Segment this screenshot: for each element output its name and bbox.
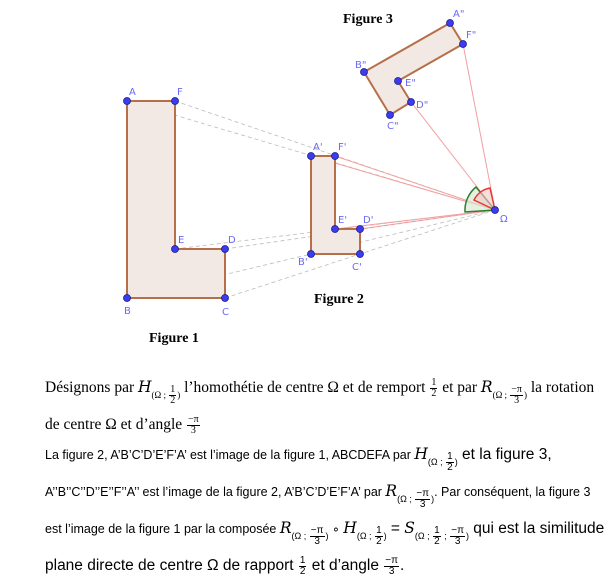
p2c-text: A’’B’’C’’D’’E’’F’’A’’ est l’image de la … — [45, 485, 386, 499]
f2-text: F" — [466, 30, 476, 41]
two-text: 2 — [434, 536, 440, 548]
center-omega-point — [491, 206, 499, 214]
om-text: (Ω ; — [492, 390, 510, 400]
mpi-text: −π — [309, 525, 325, 538]
d1-text: D' — [363, 215, 373, 226]
one-text: 1 — [169, 384, 177, 397]
one-text: 1 — [433, 525, 441, 538]
close-text: ) — [454, 457, 458, 467]
c1-text: C' — [352, 262, 362, 273]
f1-text: F' — [338, 142, 347, 153]
a2-text: A" — [453, 9, 464, 20]
close-text: ) — [325, 531, 329, 541]
eq-text: = — [386, 520, 405, 537]
e1-text: E' — [338, 215, 347, 226]
two-text: 2 — [431, 387, 437, 399]
b-text: B — [124, 306, 131, 317]
two-text: 2 — [170, 395, 176, 407]
close-text: ) — [431, 494, 435, 504]
three-text: 3 — [388, 566, 395, 578]
r-text: R — [480, 378, 493, 396]
close-text: ) — [383, 531, 387, 541]
close-text: ) — [177, 390, 181, 400]
mpi-text: −π — [384, 555, 400, 568]
mpi-text: −π — [187, 413, 200, 426]
semi-text: ; — [441, 531, 450, 541]
angle-markers — [464, 185, 497, 213]
p1a-text: Désignons par — [45, 379, 138, 396]
e2-text: E" — [405, 78, 416, 89]
om-text: (Ω ; — [414, 531, 433, 541]
p1b-text: l’homothétie de centre Ω et de remport — [180, 379, 430, 396]
close-text: ) — [465, 531, 469, 541]
mpi-text: −π — [415, 488, 431, 501]
om-text: (Ω ; — [397, 494, 415, 504]
a-text: A — [129, 87, 136, 98]
e-text: E — [178, 235, 184, 246]
p2f-text: est la similitude plane directe de centr… — [45, 520, 605, 574]
dot-text: . — [400, 557, 405, 574]
b1-text: B' — [298, 257, 308, 268]
mpi-text: −π — [450, 525, 465, 538]
h-text: H — [343, 519, 357, 537]
figure-2-polygon — [310, 155, 361, 255]
s-text: S — [404, 519, 415, 537]
figure-2-title: Figure 2 — [314, 292, 364, 307]
figure-1-title: Figure 1 — [149, 331, 199, 346]
points — [123, 19, 499, 302]
figure-3-title: Figure 3 — [343, 12, 393, 27]
three-text: 3 — [314, 536, 320, 548]
one-text: 1 — [375, 525, 383, 538]
two-text: 2 — [447, 462, 453, 474]
om-text: (Ω ; — [356, 531, 375, 541]
p2b-text: et la figure 3, — [457, 446, 552, 463]
r-text: R — [385, 482, 398, 500]
mpi-text: −π — [510, 384, 523, 397]
h-text: H — [138, 378, 152, 396]
one-text: 1 — [430, 376, 438, 389]
p2e-text: qui — [468, 520, 499, 537]
p2g-text: et d’angle — [307, 557, 384, 574]
f-text: F — [177, 87, 183, 98]
two-text: 2 — [376, 536, 382, 548]
p2d-text: . Par conséquent, la figure 3 est l’imag… — [45, 485, 591, 536]
three-text: 3 — [454, 536, 461, 548]
figure-1-polygon — [126, 100, 226, 299]
three-text: 3 — [190, 424, 196, 436]
om-text: (Ω ; — [151, 390, 169, 400]
a1-text: A' — [313, 142, 323, 153]
om-text: (Ω ; — [427, 457, 446, 467]
h-text: H — [414, 445, 428, 463]
d-text: D — [228, 235, 236, 246]
close-text: ) — [523, 390, 527, 400]
explanation-paragraph: La figure 2, A’B’C’D’E’F’A’ est l’image … — [45, 440, 605, 581]
r-text: R — [279, 519, 292, 537]
p1c-text: et par — [438, 379, 481, 396]
three-text: 3 — [419, 499, 426, 511]
three-text: 3 — [514, 395, 520, 407]
p1d-text: la rotation de centre Ω et d’angle — [45, 379, 595, 433]
geometry-figure: A F E D C B A' F' E' D' C' B' A"F" E"D" C" B" Ω… — [123, 9, 508, 346]
comp-text: ∘ — [328, 522, 344, 536]
d2-text: D" — [416, 100, 428, 111]
two-text: 2 — [299, 566, 306, 578]
c-text: C — [222, 307, 229, 318]
p2a-text: La figure 2, A’B’C’D’E’F’A’ est l’image … — [45, 448, 415, 462]
point-labels: A F E D C B A' F' E' D' C' B' A"F" E"D" C" B" Ω — [124, 9, 508, 318]
b2-text: B" — [355, 60, 366, 71]
o-text: Ω — [500, 214, 508, 225]
one-text: 1 — [298, 555, 307, 568]
one-text: 1 — [446, 451, 454, 464]
om-text: (Ω ; — [291, 531, 309, 541]
c2-text: C" — [387, 121, 399, 132]
